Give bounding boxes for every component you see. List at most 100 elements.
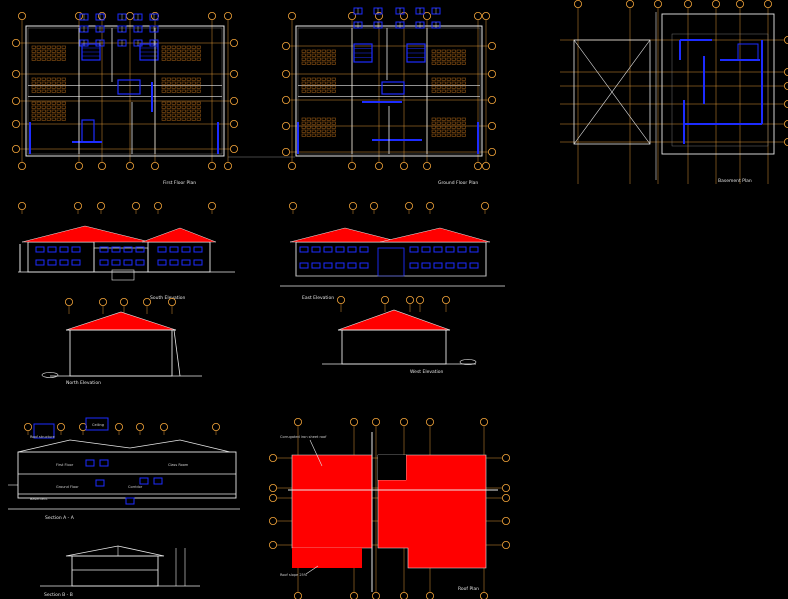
desk	[56, 89, 61, 93]
desk	[41, 109, 46, 113]
desk	[166, 105, 171, 109]
grid-bubble	[11, 120, 20, 129]
desk	[316, 121, 321, 125]
section-roof-note: Roof structure	[30, 435, 55, 439]
desk	[431, 121, 436, 125]
desk	[461, 85, 466, 89]
grid-bubble	[473, 11, 482, 20]
desk	[441, 81, 446, 85]
desk	[316, 125, 321, 129]
desk	[321, 125, 326, 129]
desk	[316, 89, 321, 93]
desk	[436, 133, 441, 137]
desk	[46, 89, 51, 93]
grid-bubble	[784, 36, 788, 44]
grid-bubble	[764, 0, 773, 8]
grid-bubble	[405, 295, 414, 304]
desk	[51, 117, 56, 121]
desk	[181, 81, 186, 85]
grid-bubble	[281, 147, 290, 156]
roof-plan	[268, 417, 510, 599]
desk	[176, 113, 181, 117]
desk	[56, 117, 61, 121]
desk	[331, 53, 336, 57]
window	[347, 262, 357, 269]
desk	[441, 129, 446, 133]
desk	[61, 109, 66, 113]
grid-bubble	[374, 161, 383, 170]
desk	[311, 57, 316, 61]
desk	[56, 77, 61, 81]
window	[445, 262, 455, 269]
grid-bubble	[487, 122, 496, 131]
desk	[456, 129, 461, 133]
desk	[181, 53, 186, 57]
section-outline	[71, 555, 159, 587]
grid-bubble	[65, 297, 74, 306]
desk	[46, 45, 51, 49]
grid-bubble	[349, 417, 358, 426]
window	[421, 262, 431, 269]
desk	[186, 105, 191, 109]
desk	[431, 77, 436, 81]
desk	[441, 53, 446, 57]
desk	[46, 113, 51, 117]
desk	[451, 49, 456, 53]
desk	[31, 53, 36, 57]
desk	[196, 57, 201, 61]
grid-bubble	[784, 68, 788, 76]
desk	[176, 117, 181, 121]
desk	[311, 121, 316, 125]
grid-bubble	[784, 100, 788, 108]
desk	[326, 57, 331, 61]
grid-bubble	[426, 592, 434, 599]
desk	[446, 85, 451, 89]
grid-bubble	[784, 138, 788, 146]
grid-bubble	[501, 517, 510, 526]
grid-bubble	[784, 120, 788, 128]
grid-bubble	[17, 11, 26, 20]
section-classroom-label: Class Room	[168, 463, 189, 467]
desk	[181, 89, 186, 93]
buttress	[173, 329, 181, 377]
desk	[196, 101, 201, 105]
roof	[21, 225, 151, 243]
desk	[176, 57, 181, 61]
window	[157, 259, 167, 266]
desk	[451, 133, 456, 137]
desk	[461, 53, 466, 57]
section-ground-floor-label: Ground Floor	[56, 485, 79, 489]
desk	[186, 109, 191, 113]
desk	[196, 81, 201, 85]
desk	[41, 77, 46, 81]
desk	[196, 49, 201, 53]
desk	[36, 85, 41, 89]
grid-bubble	[684, 0, 693, 8]
desk	[196, 113, 201, 117]
desk	[196, 105, 201, 109]
grid-bubble	[287, 11, 296, 20]
desk	[56, 109, 61, 113]
desk	[171, 77, 176, 81]
desk	[326, 89, 331, 93]
desk	[436, 57, 441, 61]
grid-bubble	[75, 161, 84, 170]
grid-bubble	[17, 161, 26, 170]
desk	[191, 49, 196, 53]
grid-bubble	[11, 70, 20, 79]
grid-bubble	[347, 11, 356, 20]
desk	[316, 77, 321, 81]
inner-wall	[27, 27, 223, 155]
desk	[326, 61, 331, 65]
desk	[456, 133, 461, 137]
grid-bubble	[75, 11, 84, 20]
desk	[306, 49, 311, 53]
grid-bubble	[288, 201, 297, 210]
desk	[36, 57, 41, 61]
section-corridor-label: Corridor	[128, 485, 143, 489]
desk	[61, 105, 66, 109]
desk	[41, 57, 46, 61]
desk	[301, 121, 306, 125]
desk	[51, 113, 56, 117]
desk	[301, 125, 306, 129]
